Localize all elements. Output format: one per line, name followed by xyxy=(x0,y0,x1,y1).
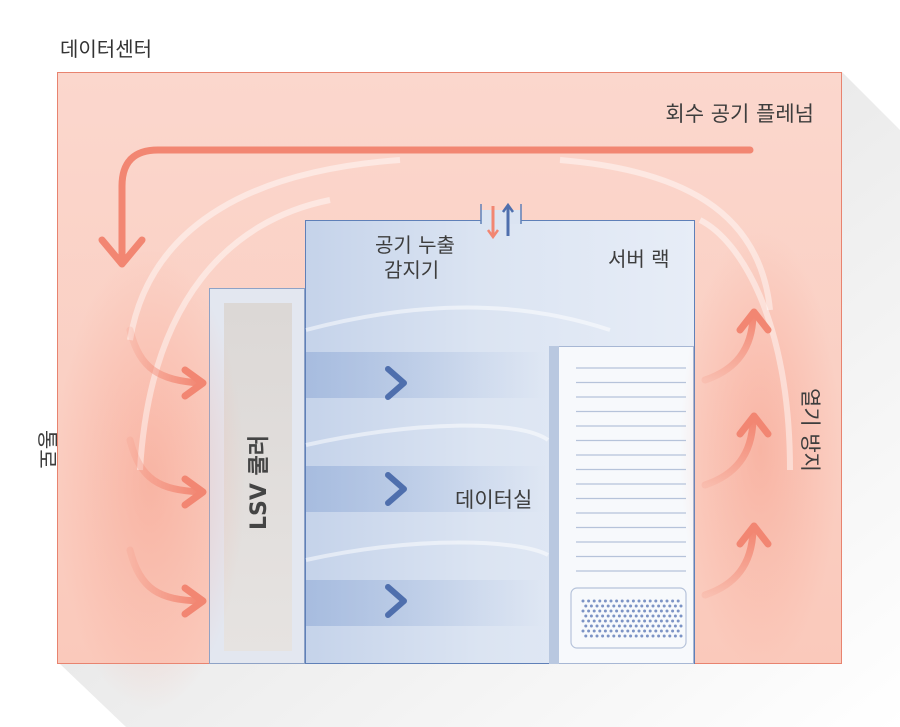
diagram-title: 데이터센터 xyxy=(60,37,152,61)
cooler-label: LSV 쿨러 xyxy=(247,434,272,530)
server-rack-unit xyxy=(549,346,694,664)
heat-prevention-label: 열기 방지 xyxy=(798,388,822,472)
aisle-label: 통로 xyxy=(35,430,59,469)
server-rack-label: 서버 랙 xyxy=(608,247,670,271)
sensor-label-line2: 감지기 xyxy=(384,258,440,282)
sensor-label-line1: 공기 누출 xyxy=(375,233,455,257)
data-room-label: 데이터실 xyxy=(455,488,533,512)
server-rack-side xyxy=(549,346,559,664)
return-plenum-label: 회수 공기 플레넘 xyxy=(665,102,814,126)
